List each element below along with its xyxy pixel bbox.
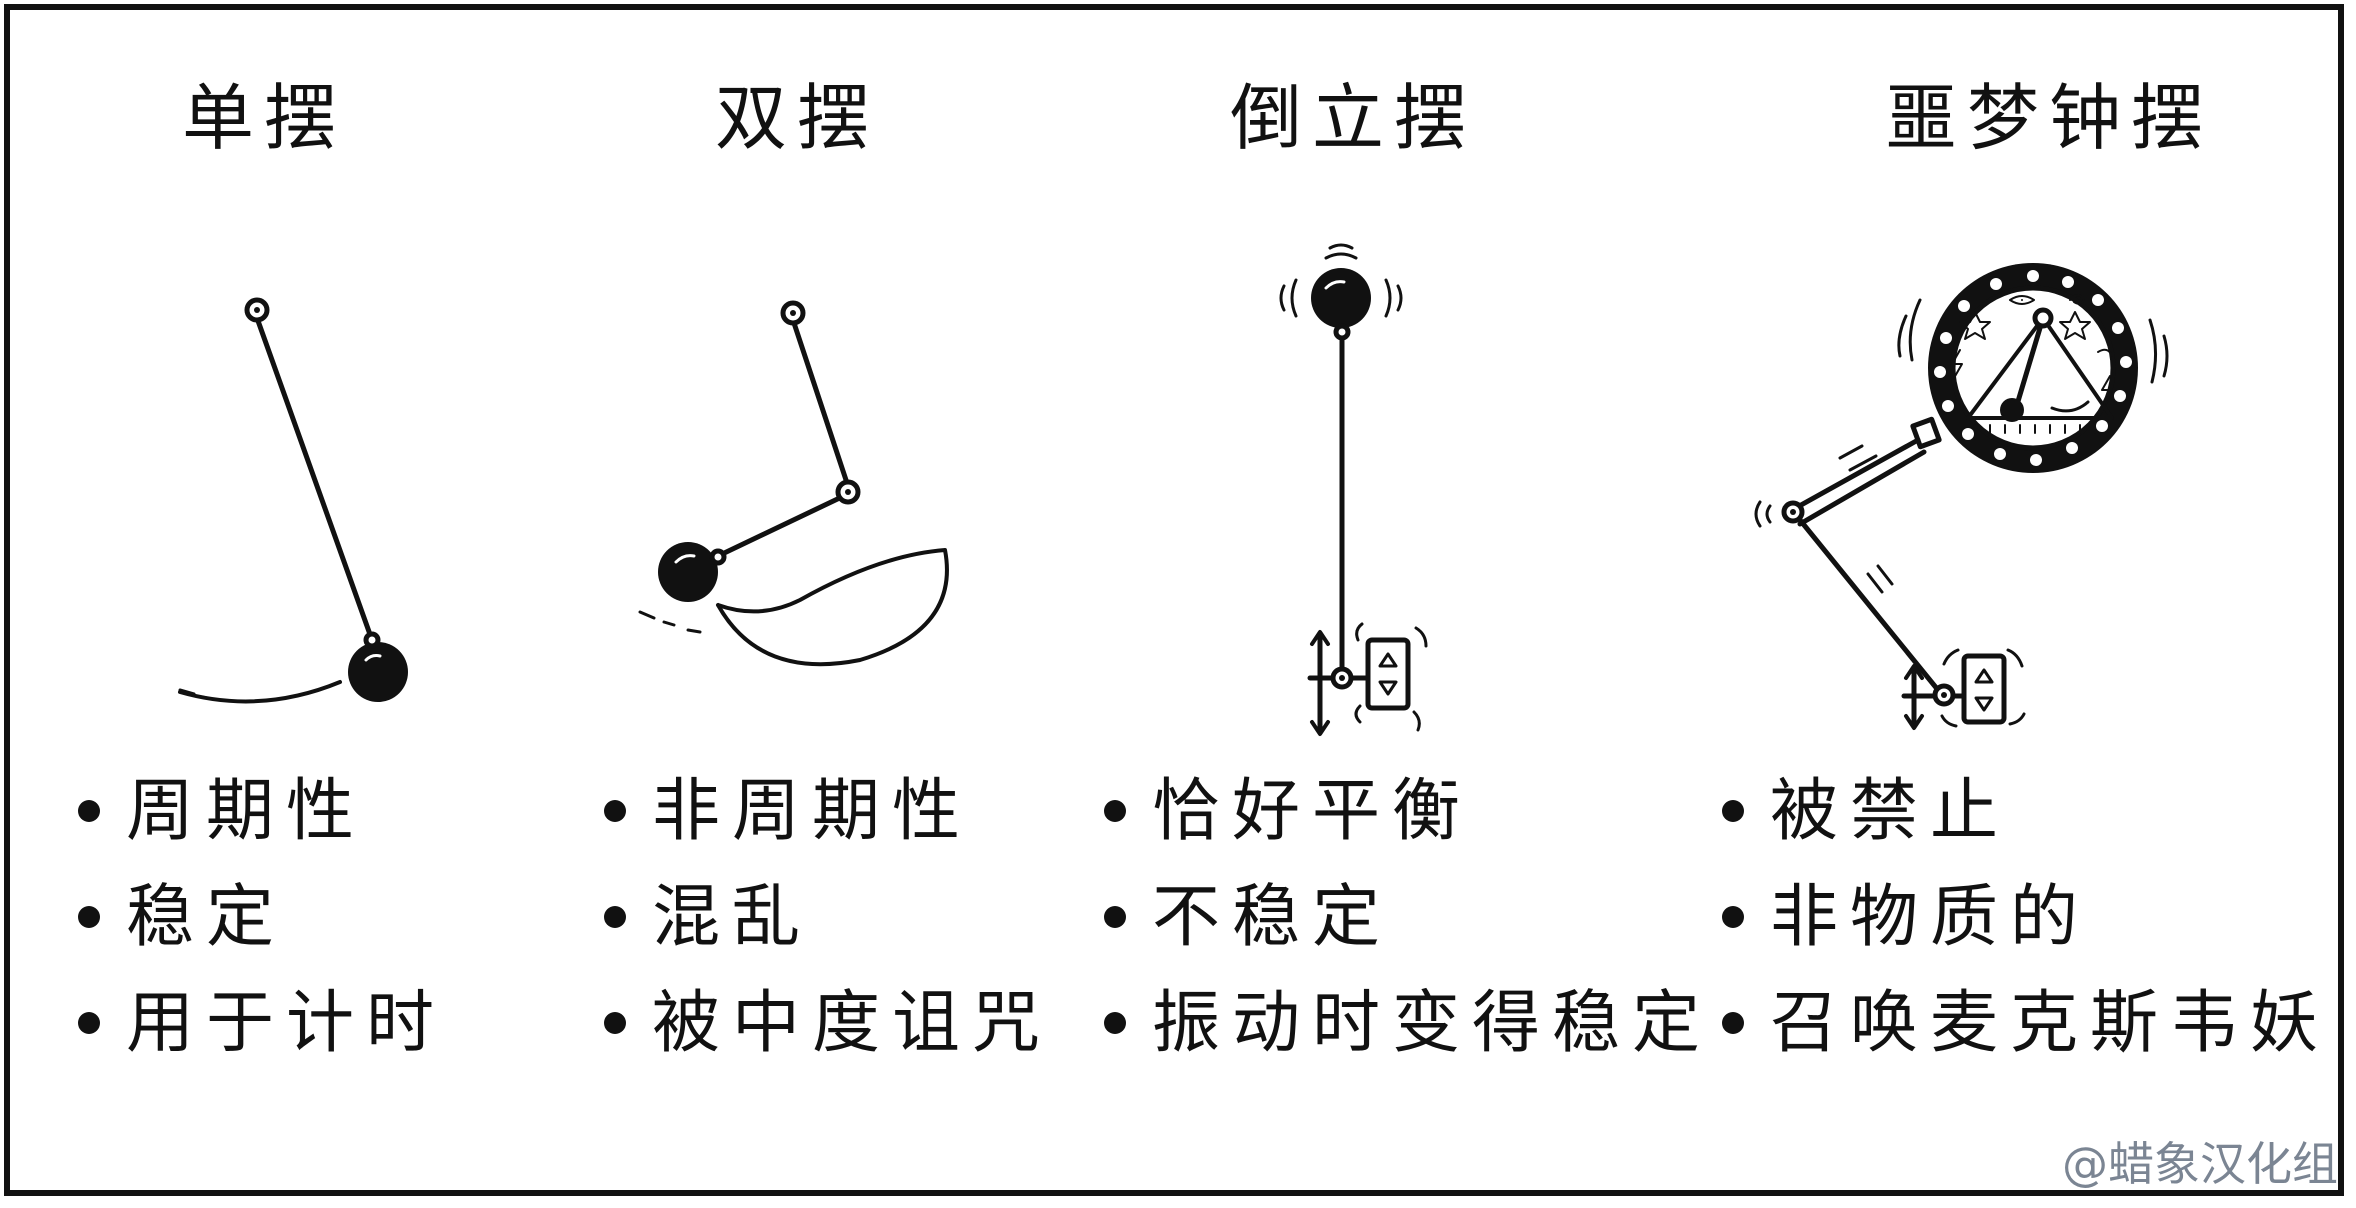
list-item: 恰好平衡 <box>1104 762 1712 868</box>
bullet-dot-icon <box>604 800 626 822</box>
list-item: 被中度诅咒 <box>604 974 1052 1080</box>
simple-pendulum-drawing <box>178 297 408 704</box>
bullet-dot-icon <box>1104 1012 1126 1034</box>
inverted-pendulum-drawing <box>1279 243 1428 736</box>
bullet-dot-icon <box>604 906 626 928</box>
bullet-text: 周期性 <box>126 772 367 851</box>
bullets-simple-pendulum: 周期性 稳定 用于计时 <box>78 762 446 1080</box>
bullet-text: 非周期性 <box>652 772 973 851</box>
bullet-dot-icon <box>1722 906 1744 928</box>
list-item: 非物质的 <box>1722 868 2330 974</box>
bullet-text: 恰好平衡 <box>1152 772 1473 851</box>
list-item: 用于计时 <box>78 974 446 1080</box>
bullet-dot-icon <box>604 1012 626 1034</box>
bullet-dot-icon <box>78 1012 100 1034</box>
bullet-text: 被中度诅咒 <box>652 984 1053 1063</box>
bullet-dot-icon <box>1104 800 1126 822</box>
bullet-dot-icon <box>1104 906 1126 928</box>
title-simple-pendulum: 单摆 <box>182 76 347 160</box>
list-item: 被禁止 <box>1722 762 2330 868</box>
bullet-dot-icon <box>1722 1012 1744 1034</box>
bullet-dot-icon <box>1722 800 1744 822</box>
list-item: 不稳定 <box>1104 868 1712 974</box>
bullet-text: 召唤麦克斯韦妖 <box>1770 984 2331 1063</box>
title-nightmare-pendulum: 噩梦钟摆 <box>1885 76 2214 160</box>
list-item: 非周期性 <box>604 762 1052 868</box>
translator-credit: @蜡象汉化组 <box>2062 1137 2338 1191</box>
list-item: 振动时变得稳定 <box>1104 974 1712 1080</box>
bullet-text: 振动时变得稳定 <box>1152 984 1713 1063</box>
bullet-dot-icon <box>78 800 100 822</box>
bullets-inverted-pendulum: 恰好平衡 不稳定 振动时变得稳定 <box>1104 762 1712 1080</box>
panel-border <box>4 4 2344 1196</box>
bullet-text: 不稳定 <box>1152 878 1393 957</box>
bullet-text: 用于计时 <box>126 984 447 1063</box>
double-pendulum-drawing <box>638 300 949 667</box>
bullet-text: 非物质的 <box>1770 878 2091 957</box>
bullet-text: 被禁止 <box>1770 772 2011 851</box>
title-double-pendulum: 双摆 <box>715 76 880 160</box>
bullets-double-pendulum: 非周期性 混乱 被中度诅咒 <box>604 762 1052 1080</box>
bullet-dot-icon <box>78 906 100 928</box>
bullet-text: 稳定 <box>126 878 287 957</box>
list-item: 周期性 <box>78 762 446 868</box>
bullets-nightmare-pendulum: 被禁止 非物质的 召唤麦克斯韦妖 <box>1722 762 2330 1080</box>
nightmare-pendulum-drawing <box>1754 263 2169 730</box>
list-item: 混乱 <box>604 868 1052 974</box>
list-item: 召唤麦克斯韦妖 <box>1722 974 2330 1080</box>
bullet-text: 混乱 <box>652 878 813 957</box>
title-inverted-pendulum: 倒立摆 <box>1230 76 1477 160</box>
list-item: 稳定 <box>78 868 446 974</box>
